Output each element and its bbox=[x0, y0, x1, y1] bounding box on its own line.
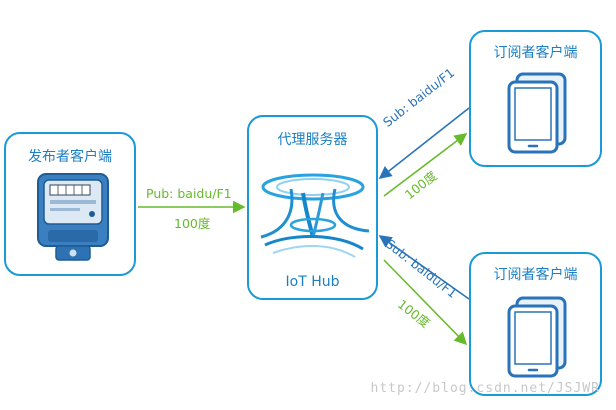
watermark: http://blog.csdn.net/JSJWR bbox=[370, 381, 600, 396]
tablet-icon bbox=[507, 72, 567, 154]
sub1-data-arrow bbox=[383, 133, 468, 197]
pub-topic-label: Pub: baidu/F1 bbox=[146, 186, 232, 201]
broker-name: IoT Hub bbox=[285, 274, 340, 290]
subscriber-title-1: 订阅者客户端 bbox=[493, 45, 578, 61]
tablet-icon bbox=[507, 296, 567, 378]
subscriber-client-box-2: 订阅者客户端 bbox=[469, 252, 602, 396]
swirl-logo-icon bbox=[260, 173, 370, 258]
sub2-subscribe-arrow bbox=[378, 235, 470, 300]
subscriber-title-2: 订阅者客户端 bbox=[493, 267, 578, 283]
broker-server-box: 代理服务器 IoT Hub bbox=[247, 115, 378, 300]
electric-meter-icon bbox=[37, 173, 109, 261]
pub-value-label: 100度 bbox=[174, 216, 211, 231]
publisher-title: 发布者客户端 bbox=[28, 149, 112, 165]
sub2-data-arrow bbox=[383, 259, 468, 346]
publisher-client-box: 发布者客户端 bbox=[4, 132, 136, 276]
broker-title: 代理服务器 bbox=[277, 132, 348, 148]
sub1-subscribe-arrow bbox=[378, 107, 470, 179]
subscriber-client-box-1: 订阅者客户端 bbox=[469, 30, 602, 167]
